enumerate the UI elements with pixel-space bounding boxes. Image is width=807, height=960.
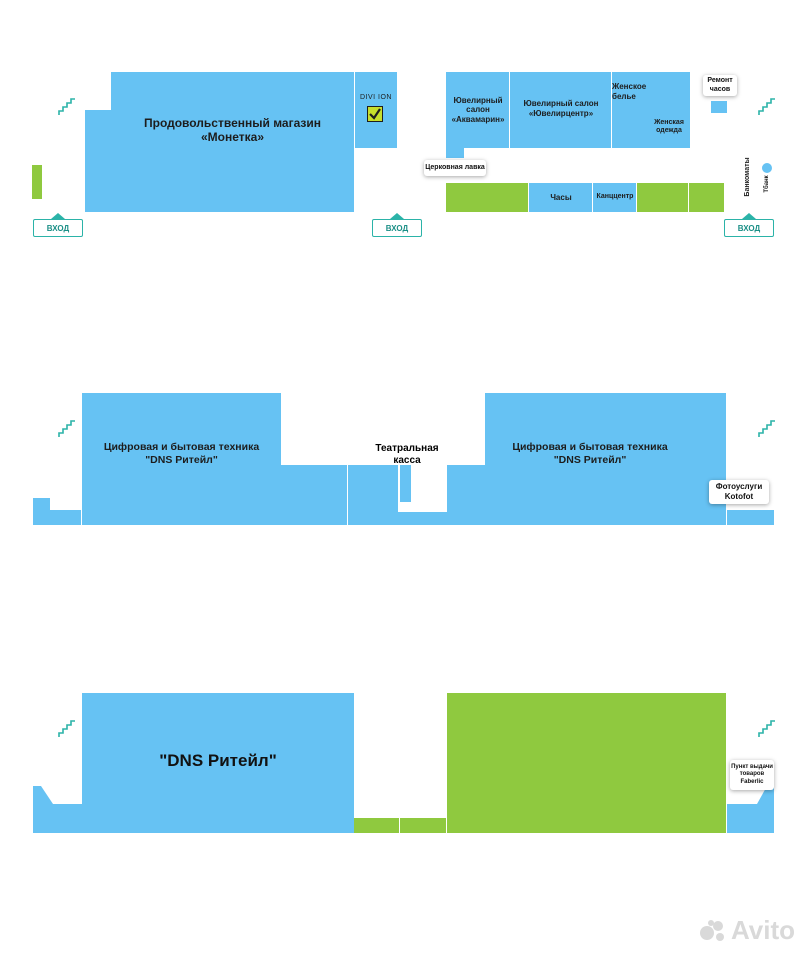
entry-right-floor1[interactable]: ВХОД bbox=[724, 219, 774, 237]
shop-small-left-2[interactable] bbox=[50, 510, 81, 525]
shop-dns-left-annex[interactable] bbox=[281, 465, 347, 525]
shop-akvamarin-label: Ювелирный салон «Аквамарин» bbox=[451, 95, 505, 124]
avito-watermark-text: Avito bbox=[730, 915, 795, 945]
shop-dns-right-label: Цифровая и бытовая техника "DNS Ритейл" bbox=[512, 441, 668, 466]
shop-dns-left[interactable] bbox=[82, 393, 281, 525]
shop-green-kiosk[interactable] bbox=[32, 165, 42, 199]
shop-fotouslugi[interactable] bbox=[727, 510, 774, 525]
atm-icon[interactable] bbox=[762, 163, 772, 173]
entry-arrow-icon bbox=[390, 213, 404, 219]
entry-left-floor1[interactable]: ВХОД bbox=[33, 219, 83, 237]
shop-green-floor3-2[interactable] bbox=[400, 818, 446, 833]
entry-arrow-icon bbox=[742, 213, 756, 219]
shop-green-1[interactable] bbox=[446, 183, 529, 212]
avito-logo-icon bbox=[699, 919, 724, 941]
shop-akvamarin[interactable] bbox=[446, 72, 510, 148]
stairs-icon bbox=[58, 720, 75, 737]
shop-kanccentr[interactable] bbox=[593, 183, 637, 212]
stairs-icon bbox=[58, 98, 75, 115]
shop-zhenskoe-bele[interactable] bbox=[612, 72, 690, 148]
shop-juvelircentr[interactable] bbox=[510, 72, 612, 148]
shop-teatralnaya-label: Театральная касса bbox=[375, 443, 439, 466]
stairs-icon bbox=[758, 420, 775, 437]
shop-dns-floor3[interactable] bbox=[82, 693, 354, 833]
shop-green-2[interactable] bbox=[637, 183, 689, 212]
shop-small-left-floor3[interactable] bbox=[33, 786, 82, 833]
shop-monetka-label: Продовольственный магазин «Монетка» bbox=[143, 115, 322, 144]
shop-punkt-vydachi[interactable] bbox=[727, 786, 774, 833]
shop-green-3[interactable] bbox=[689, 183, 724, 212]
shop-kanccentr-label: Канццентр bbox=[596, 193, 634, 201]
entry-arrow-icon bbox=[51, 213, 65, 219]
shop-corridor-low[interactable] bbox=[398, 512, 447, 525]
shop-corridor-center[interactable] bbox=[347, 465, 398, 525]
shop-chasy[interactable] bbox=[529, 183, 593, 212]
shop-teatralnaya-kassa[interactable] bbox=[400, 465, 411, 502]
shop-dns-right[interactable] bbox=[485, 393, 726, 525]
shop-division-label: DIVI ION bbox=[359, 93, 392, 101]
shop-monetka-upper[interactable] bbox=[111, 72, 354, 112]
entry-center-floor1[interactable]: ВХОД bbox=[372, 219, 422, 237]
shop-dns-floor3-label: "DNS Ритейл" bbox=[159, 750, 277, 770]
shop-monetka-lower[interactable] bbox=[85, 110, 354, 212]
shop-small-left[interactable] bbox=[33, 498, 50, 525]
atm-tbank-label: Тбанк bbox=[764, 175, 771, 193]
shop-dns-left-label: Цифровая и бытовая техника "DNS Ритейл" bbox=[103, 441, 260, 466]
shop-zhenskoe-bele-label: Женское белье bbox=[612, 82, 647, 101]
shop-dns-right-annex[interactable] bbox=[447, 465, 485, 525]
shop-green-floor3-1[interactable] bbox=[354, 818, 400, 833]
shop-cerkovnaya-lavka[interactable] bbox=[446, 148, 464, 158]
stairs-icon bbox=[758, 98, 775, 115]
callout-cerkovnaya-lavka: Церковная лавка bbox=[424, 160, 486, 176]
callout-punkt-vydachi: Пункт выдачи товаров Faberlic bbox=[730, 760, 774, 790]
avito-watermark: Avito bbox=[699, 915, 795, 946]
callout-fotouslugi: Фотоуслуги Kotofot bbox=[709, 480, 769, 504]
division-logo-icon bbox=[367, 106, 383, 122]
shop-remont-chasov[interactable] bbox=[711, 101, 727, 113]
shop-green-large-floor3[interactable] bbox=[447, 693, 726, 833]
shop-juvelircentr-label: Ювелирный салон «Ювелирцентр» bbox=[523, 99, 599, 118]
atm-bankomaty-label: Банкоматы bbox=[743, 157, 751, 197]
stairs-icon bbox=[758, 720, 775, 737]
shop-zhenskaya-odezhda-label: Женская одежда bbox=[654, 118, 684, 134]
stairs-icon bbox=[58, 420, 75, 437]
shop-chasy-label: Часы bbox=[550, 192, 572, 202]
callout-remont-chasov: Ремонт часов bbox=[703, 75, 737, 96]
